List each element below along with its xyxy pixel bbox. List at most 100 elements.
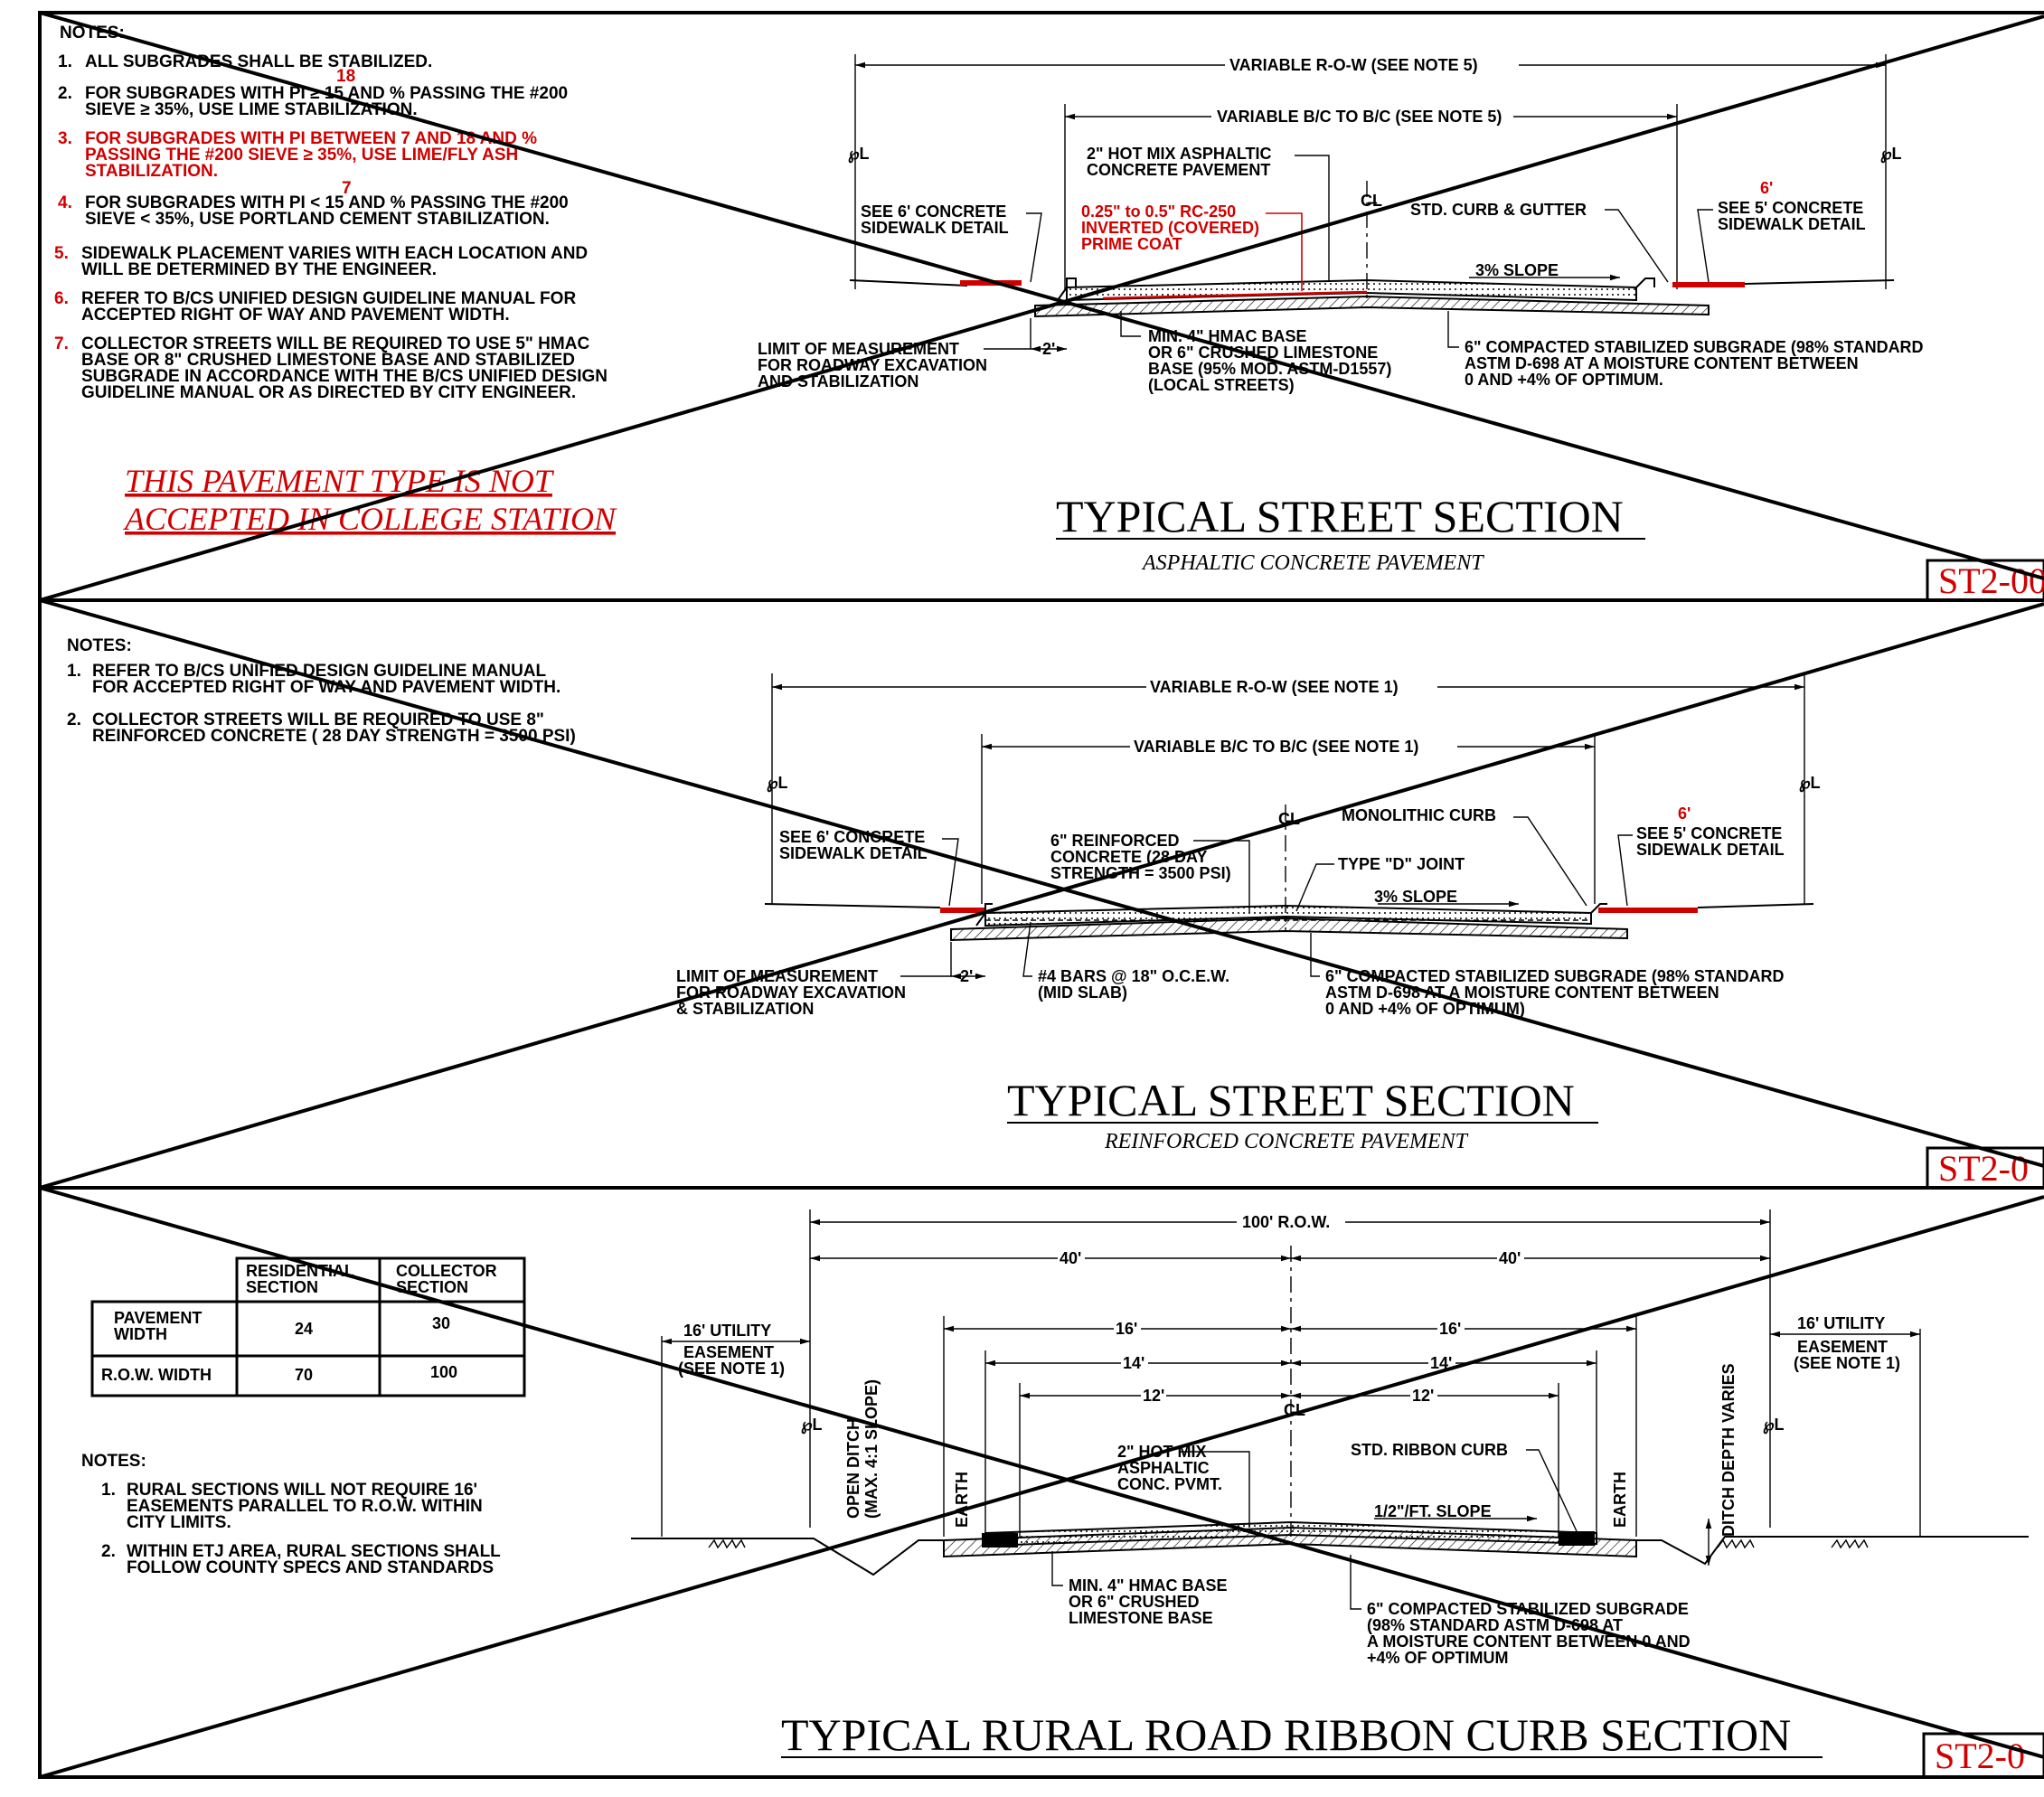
panel2-note-2: 2. COLLECTOR STREETS WILL BE REQUIRED TO… <box>67 710 576 746</box>
panel3-sheet-number: ST2-0 <box>1935 1736 2025 1776</box>
note-line: REFER TO B/CS UNIFIED DESIGN GUIDELINE M… <box>92 662 547 681</box>
note-line: ALL SUBGRADES SHALL BE STABILIZED. <box>85 52 432 71</box>
panel2-sheet-number: ST2-0 <box>1938 1148 2029 1189</box>
panel3-easement-left-2: EASEMENT <box>683 1343 774 1361</box>
table-row-label-pavement-2: WIDTH <box>114 1325 167 1343</box>
panel3-easement-right-3: (SEE NOTE 1) <box>1794 1354 1900 1372</box>
panel2-notes-header: NOTES: <box>67 636 132 655</box>
panel3-pl-right: ℘L <box>1763 1416 1785 1435</box>
note-line: ACCEPTED RIGHT OF WAY AND PAVEMENT WIDTH… <box>81 306 510 325</box>
panel2-lbl-limit-3: & STABILIZATION <box>676 1000 814 1018</box>
note-line: RURAL SECTIONS WILL NOT REQUIRE 16' <box>127 1481 477 1500</box>
table-row-label-row: R.O.W. WIDTH <box>101 1366 212 1384</box>
note-num: 5. <box>54 244 69 263</box>
note-line: PASSING THE #200 SIEVE ≥ 35%, USE LIME/F… <box>85 146 518 165</box>
panel2-cross-out-b <box>39 598 2044 1168</box>
panel1-pl-right: ℘L <box>1880 145 1902 164</box>
panel1-lbl-prime-3: PRIME COAT <box>1081 235 1182 253</box>
panel1-lbl-subgrade-1: 6" COMPACTED STABILIZED SUBGRADE (98% ST… <box>1465 338 1924 356</box>
panel3-dim-16-right: 16' <box>1439 1320 1461 1338</box>
panel3-lbl-base-3: LIMESTONE BASE <box>1069 1609 1213 1627</box>
panel1-cross-out-b <box>39 11 2044 580</box>
panel3-lbl-ditch-2: (MAX. 4:1 SLOPE) <box>862 1379 881 1519</box>
panel1-lbl-base-3: BASE (95% MOD. ASTM-D1557) <box>1148 360 1391 378</box>
panel2-lbl-sidewalk-right-1: SEE 5' CONCRETE <box>1636 824 1782 842</box>
note-line: CITY LIMITS. <box>127 1513 231 1532</box>
panel3-dim-16-left: 16' <box>1116 1320 1137 1338</box>
note-num: 2. <box>67 710 81 729</box>
panel1-lbl-base-1: MIN. 4" HMAC BASE <box>1148 327 1307 345</box>
panel3-lbl-subgrade-4: +4% OF OPTIMUM <box>1367 1649 1509 1667</box>
panel2-lbl-bars-1: #4 BARS @ 18" O.C.E.W. <box>1038 967 1229 985</box>
table-cell-row-residential: 70 <box>295 1366 313 1384</box>
panel2-lbl-bars-2: (MID SLAB) <box>1038 983 1127 1002</box>
panel1-warning-line1: THIS PAVEMENT TYPE IS NOT <box>125 463 555 499</box>
note-line: EASEMENTS PARALLEL TO R.O.W. WITHIN <box>127 1497 483 1516</box>
panel3-width-table: RESIDENTIAL SECTION COLLECTOR SECTION PA… <box>90 1256 526 1397</box>
panel3-lbl-hmac-2: ASPHALTIC <box>1117 1459 1210 1477</box>
panel3-easement-right-1: 16' UTILITY <box>1797 1314 1885 1332</box>
panel1-lbl-subgrade-2: ASTM D-698 AT A MOISTURE CONTENT BETWEEN <box>1465 354 1859 372</box>
panel1-note-5: 5. SIDEWALK PLACEMENT VARIES WITH EACH L… <box>54 244 588 279</box>
panel2-lbl-joint: TYPE "D" JOINT <box>1338 855 1465 873</box>
note-line: FOLLOW COUNTY SPECS AND STANDARDS <box>127 1558 494 1577</box>
panel2-lbl-curb: MONOLITHIC CURB <box>1342 806 1496 824</box>
panel1-note-3: 3. FOR SUBGRADES WITH PI BETWEEN 7 AND 1… <box>58 129 537 181</box>
panel3-easement-left-3: (SEE NOTE 1) <box>678 1360 785 1378</box>
panel3-ribbon-curb-left <box>982 1533 1018 1548</box>
note-line: SIEVE ≥ 35%, USE LIME STABILIZATION. <box>85 100 418 119</box>
note-line: SUBGRADE IN ACCORDANCE WITH THE B/CS UNI… <box>81 367 608 386</box>
note-line: REFER TO B/CS UNIFIED DESIGN GUIDELINE M… <box>81 289 576 308</box>
panel3-dim-14-right: 14' <box>1430 1354 1452 1372</box>
panel1-note-2: 18 2. FOR SUBGRADES WITH PI ≥ 15 AND % P… <box>58 67 568 119</box>
panel2-lbl-sidewalk-right-2: SIDEWALK DETAIL <box>1636 841 1785 859</box>
panel3-lbl-earth-left: EARTH <box>953 1472 971 1528</box>
note-line: REINFORCED CONCRETE ( 28 DAY STRENGTH = … <box>92 727 576 746</box>
panel3-cross-out-b <box>39 1186 2044 1759</box>
panel1-centerline: C̶L <box>1361 192 1382 210</box>
panel2-lbl-subgrade-1: 6" COMPACTED STABILIZED SUBGRADE (98% ST… <box>1325 967 1785 985</box>
note-line: FOR ACCEPTED RIGHT OF WAY AND PAVEMENT W… <box>92 678 560 697</box>
panel1-note-4: 7 4. FOR SUBGRADES WITH PI < 15 AND % PA… <box>58 179 569 229</box>
panel1-title: TYPICAL STREET SECTION <box>1056 491 1624 541</box>
panel3-lbl-curb: STD. RIBBON CURB <box>1351 1441 1508 1459</box>
panel1-lbl-2ft: 2' <box>1042 340 1055 358</box>
panel2-subtitle: REINFORCED CONCRETE PAVEMENT <box>1104 1130 1469 1153</box>
panel2-lbl-limit-1: LIMIT OF MEASUREMENT <box>676 967 878 985</box>
panel1-base <box>1034 295 1710 318</box>
panel2: NOTES: 1. REFER TO B/CS UNIFIED DESIGN G… <box>39 598 2044 1190</box>
panel3-easement-left-1: 16' UTILITY <box>683 1322 771 1340</box>
panel1-cross-out-a <box>39 14 2044 602</box>
panel3-lbl-hmac-3: CONC. PVMT. <box>1117 1475 1222 1493</box>
panel1-note-7: 7. COLLECTOR STREETS WILL BE REQUIRED TO… <box>54 334 608 402</box>
note-line: SIEVE < 35%, USE PORTLAND CEMENT STABILI… <box>85 210 550 229</box>
panel2-dim-row: VARIABLE R-O-W (SEE NOTE 1) <box>1150 678 1399 696</box>
panel3-lbl-base-2: OR 6" CRUSHED <box>1069 1593 1200 1611</box>
panel1-lbl-subgrade-3: 0 AND +4% OF OPTIMUM. <box>1465 371 1663 389</box>
note-line: SIDEWALK PLACEMENT VARIES WITH EACH LOCA… <box>81 244 588 263</box>
panel1-dim-row: VARIABLE R-O-W (SEE NOTE 5) <box>1229 56 1478 74</box>
note-line: FOR SUBGRADES WITH PI < 15 AND % PASSING… <box>85 193 569 212</box>
panel3-dim-12-right: 12' <box>1412 1387 1434 1405</box>
panel1-lbl-sidewalk-right-2: SIDEWALK DETAIL <box>1718 215 1866 233</box>
panel1-pl-left: ℘L <box>848 145 870 164</box>
panel1-lbl-prime-2: INVERTED (COVERED) <box>1081 219 1259 237</box>
panel1-lbl-limit-3: AND STABILIZATION <box>758 372 918 390</box>
panel1-slope: 3% SLOPE <box>1475 261 1559 279</box>
panel1-note-1: 1. ALL SUBGRADES SHALL BE STABILIZED. <box>58 52 432 71</box>
panel1-dim-bc: VARIABLE B/C TO B/C (SEE NOTE 5) <box>1217 108 1502 126</box>
panel1-lbl-curb: STD. CURB & GUTTER <box>1410 201 1587 219</box>
note-num: 4. <box>58 193 72 212</box>
note-num: 7. <box>54 334 69 353</box>
panel1-lbl-sidewalk-right-fix: 6' <box>1760 179 1773 197</box>
table-header-residential-2: SECTION <box>246 1278 318 1296</box>
panel2-lbl-concrete-1: 6" REINFORCED <box>1050 832 1180 850</box>
panel2-lbl-sidewalk-right-fix: 6' <box>1678 804 1691 823</box>
panel1-lbl-sidewalk-left-2: SIDEWALK DETAIL <box>861 219 1009 237</box>
note-correction: 18 <box>336 67 355 86</box>
panel3-cross-out-a <box>39 1195 2044 1779</box>
note-num: 1. <box>58 52 72 71</box>
panel3: RESIDENTIAL SECTION COLLECTOR SECTION PA… <box>39 1186 2044 1779</box>
panel2-note-1: 1. REFER TO B/CS UNIFIED DESIGN GUIDELIN… <box>67 662 560 697</box>
panel1-sidewalk-right <box>1672 282 1745 287</box>
